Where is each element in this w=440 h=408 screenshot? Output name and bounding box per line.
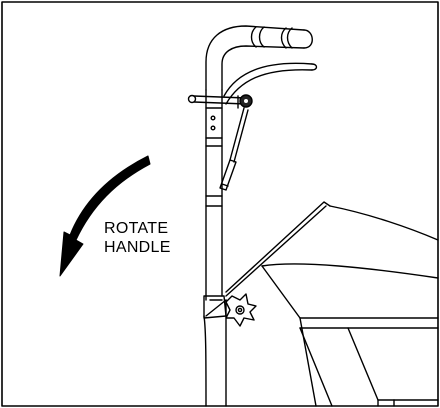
handle-upright xyxy=(206,90,222,300)
rotate-handle-callout: ROTATE HANDLE xyxy=(104,219,171,257)
pivot-pin xyxy=(189,95,253,108)
star-knob-icon xyxy=(226,294,256,326)
callout-line-1: ROTATE xyxy=(104,219,171,238)
rotation-arrow-icon xyxy=(60,156,150,276)
gas-strut xyxy=(220,108,248,190)
callout-line-2: HANDLE xyxy=(104,238,171,257)
handle-grip xyxy=(206,26,312,90)
